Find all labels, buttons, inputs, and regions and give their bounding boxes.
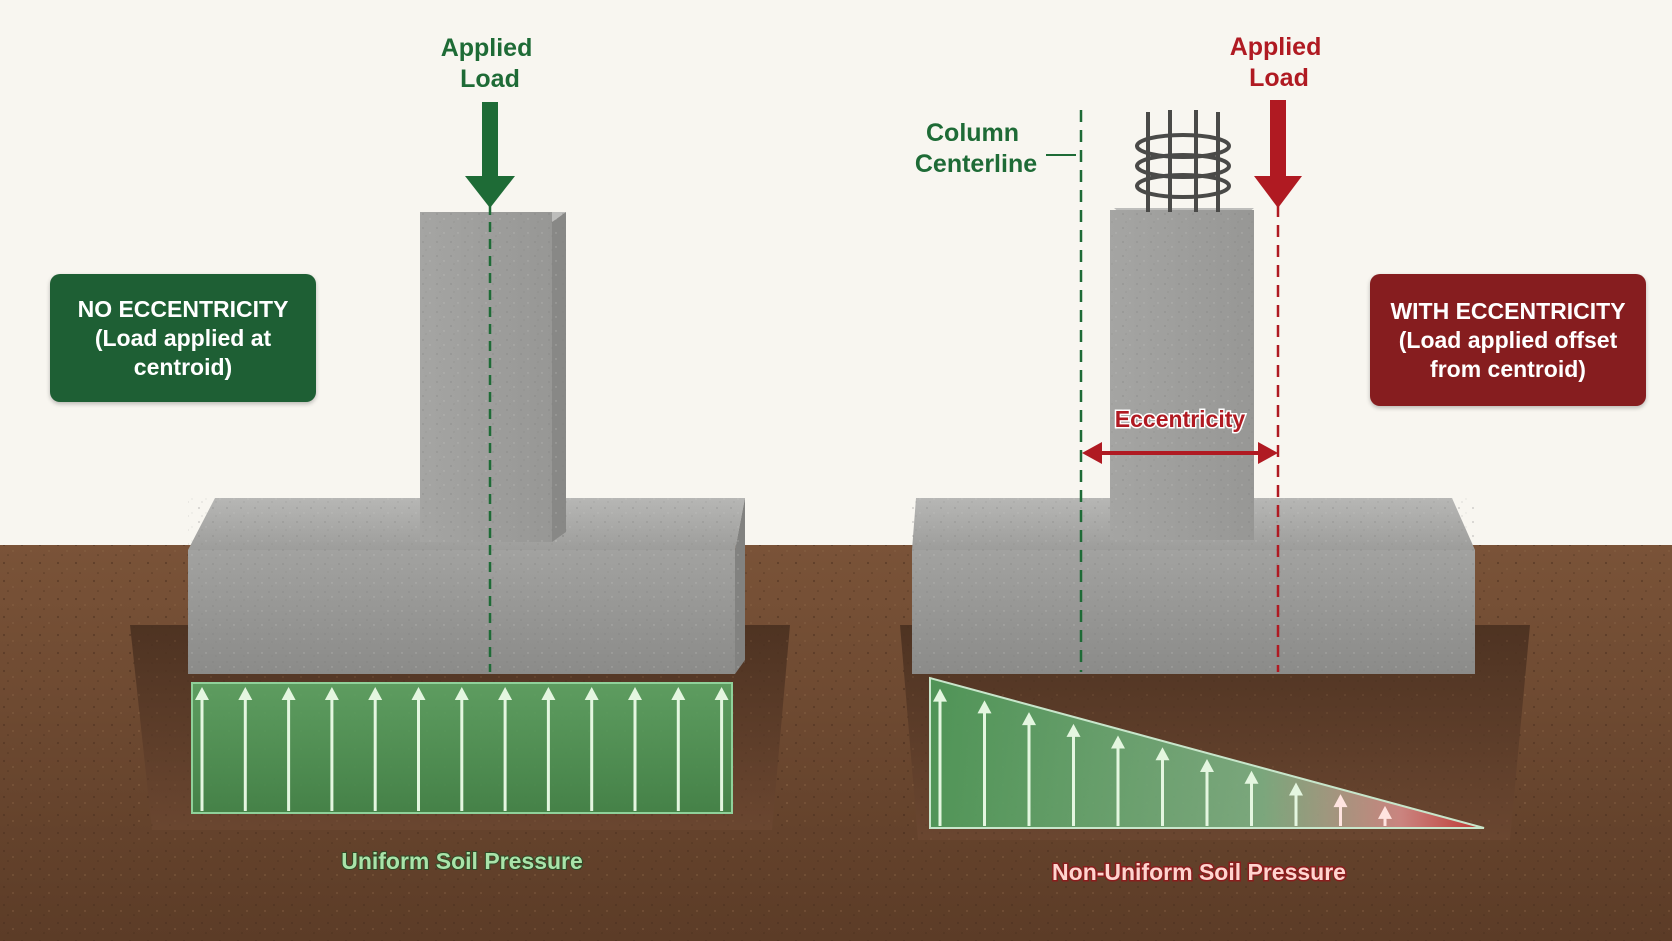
uniform-pressure-arrow [411, 687, 426, 811]
uniform-pressure-arrow [498, 687, 513, 811]
uniform-pressure-arrow [324, 687, 339, 811]
left-uniform-pressure-diagram [191, 682, 733, 814]
uniform-pressure-arrow [628, 687, 642, 811]
callout-line: (Load applied offset [1398, 326, 1618, 353]
left-column [420, 212, 566, 542]
triangular-pressure-block [929, 676, 1485, 829]
right-nonuniform-pressure-diagram [929, 676, 1485, 829]
uniform-pressure-arrow [671, 687, 686, 811]
eccentricity-label: Eccentricity [1115, 406, 1246, 432]
callout-title: NO ECCENTRICITY [77, 295, 289, 322]
nonuniform-pressure-arrow [1066, 723, 1081, 826]
nonuniform-pressure-arrow [1244, 770, 1259, 826]
callout-line: (Load applied at [94, 324, 272, 351]
uniform-pressure-arrow [454, 687, 469, 811]
uniform-pressure-arrow [714, 687, 729, 811]
uniform-pressure-arrow [584, 687, 599, 811]
nonuniform-pressure-arrow [1378, 805, 1392, 826]
rebar-cage [1135, 110, 1231, 212]
nonuniform-soil-pressure-label: Non-Uniform Soil Pressure [1052, 859, 1346, 885]
callout-line: from centroid) [1430, 355, 1586, 382]
right-applied-load-arrow [1254, 100, 1302, 208]
uniform-pressure-arrow [195, 687, 209, 811]
uniform-pressure-arrow [238, 687, 253, 811]
callout-line: centroid) [133, 353, 233, 380]
nonuniform-pressure-arrow [1155, 747, 1170, 826]
nonuniform-pressure-arrow [1289, 782, 1303, 826]
uniform-pressure-arrow [368, 687, 383, 811]
left-applied-load-label: Applied Load [441, 34, 540, 93]
uniform-soil-pressure-label: Uniform Soil Pressure [341, 848, 583, 874]
callout-title: WITH ECCENTRICITY [1390, 297, 1626, 324]
with-eccentricity-callout: WITH ECCENTRICITY (Load applied offset f… [1370, 274, 1646, 406]
uniform-pressure-arrow [541, 687, 556, 811]
column-centerline-label: Column Centerline [915, 119, 1037, 178]
nonuniform-pressure-arrow [1333, 794, 1348, 826]
eccentricity-dimension [1082, 442, 1278, 464]
right-applied-load-label: Applied Load [1230, 33, 1329, 92]
nonuniform-pressure-arrow [1111, 735, 1125, 826]
right-column [1110, 208, 1254, 540]
nonuniform-pressure-arrow [933, 688, 947, 826]
left-applied-load-arrow [465, 102, 515, 208]
nonuniform-pressure-arrow [1200, 759, 1214, 826]
uniform-pressure-arrow [281, 687, 296, 811]
no-eccentricity-callout: NO ECCENTRICITY (Load applied at centroi… [50, 274, 316, 402]
nonuniform-pressure-arrow [977, 700, 992, 826]
nonuniform-pressure-arrow [1022, 712, 1036, 826]
